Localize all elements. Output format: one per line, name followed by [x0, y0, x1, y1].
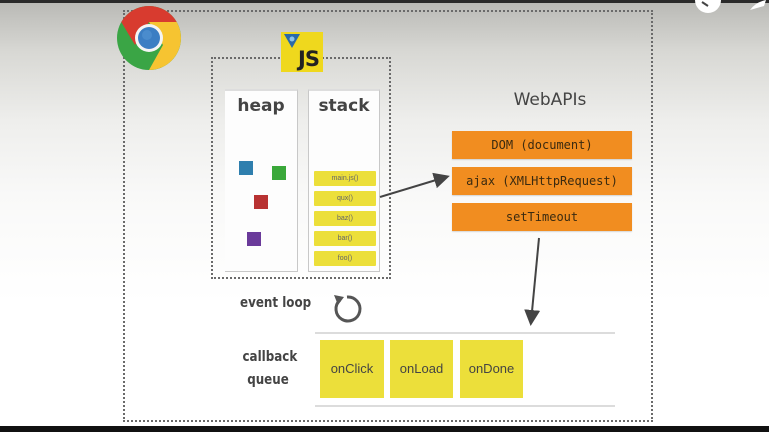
- webapi-item: ajax (XMLHttpRequest): [452, 167, 632, 195]
- heap-object: [239, 161, 253, 175]
- queue-bottom-line: [315, 405, 615, 407]
- queue-top-line: [315, 332, 615, 334]
- js-logo-text: JS: [298, 47, 320, 71]
- stack-frame: bar(): [314, 231, 376, 246]
- chrome-logo-icon: [117, 6, 181, 70]
- loop-arrow-icon: [334, 295, 362, 323]
- webapis-title: WebAPIs: [513, 90, 587, 110]
- heap-object: [272, 166, 286, 180]
- callback-queue-label-line2: queue: [247, 372, 289, 388]
- webapi-item: setTimeout: [452, 203, 632, 231]
- stack-title: stack: [318, 96, 370, 116]
- player-controls-icons: [695, 0, 766, 13]
- callback-item: onClick: [320, 340, 384, 398]
- heap-title: heap: [237, 96, 285, 116]
- heap-object: [254, 195, 268, 209]
- callback-queue-label-line1: callback: [242, 349, 298, 365]
- bottom-edge-bar: [0, 426, 769, 432]
- callback-queue-label: callback queue: [242, 346, 298, 392]
- callback-item: onLoad: [390, 340, 453, 398]
- callback-item: onDone: [460, 340, 523, 398]
- top-edge-bar: [0, 0, 769, 3]
- heap-object: [247, 232, 261, 246]
- v8-icon: [284, 34, 300, 48]
- js-engine-logo: JS: [281, 32, 323, 72]
- browser-frame: [123, 10, 653, 422]
- stack-frame: foo(): [314, 251, 376, 266]
- webapi-item: DOM (document): [452, 131, 632, 159]
- stack-frame: baz(): [314, 211, 376, 226]
- heap-panel: [225, 89, 298, 272]
- event-loop-label: event loop: [240, 295, 312, 311]
- stack-frame: qux(): [314, 191, 376, 206]
- stack-frame: main.js(): [314, 171, 376, 186]
